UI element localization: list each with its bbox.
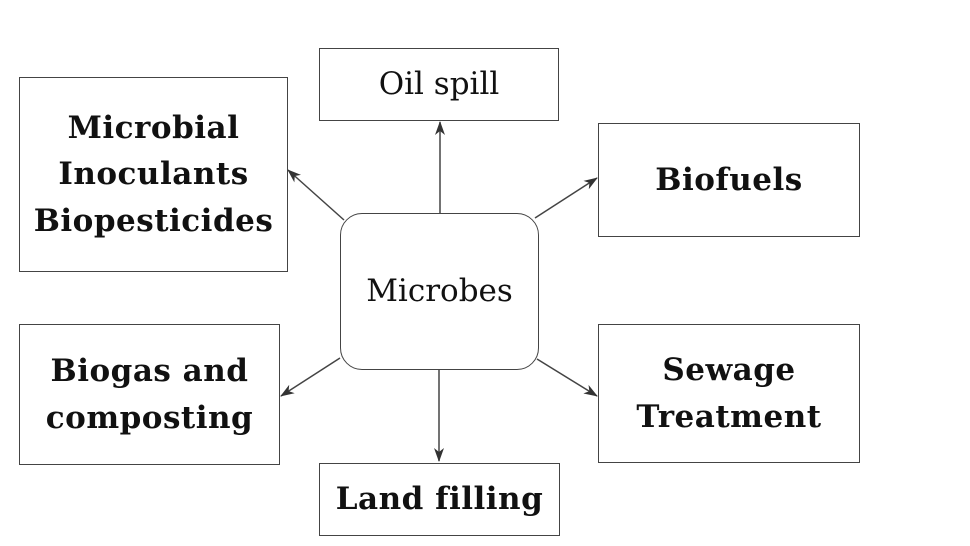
arrow-to-sewage (536, 358, 598, 397)
node-label: Land filling (335, 481, 544, 518)
node-label: Biofuels (655, 161, 803, 198)
node-sewage-treatment: Sewage Treatment (598, 324, 860, 463)
center-node-microbes: Microbes (340, 213, 539, 370)
arrow-to-biogas (280, 357, 341, 397)
node-oil-spill: Oil spill (319, 48, 559, 121)
node-label: Oil spill (378, 66, 500, 103)
node-label: Biopesticides (33, 202, 274, 239)
node-label: Microbial (67, 109, 240, 146)
node-biofuels: Biofuels (598, 123, 860, 237)
node-label: composting (45, 399, 254, 436)
arrow-to-microbial-inoculants (287, 169, 345, 221)
node-microbial-inoculants: Microbial Inoculants Biopesticides (19, 77, 288, 272)
center-label: Microbes (366, 273, 513, 310)
node-label: Treatment (636, 398, 822, 435)
node-land-filling: Land filling (319, 463, 560, 536)
node-label: Biogas and (50, 353, 249, 389)
node-label: Inoculants (58, 156, 249, 193)
node-biogas-composting: Biogas and composting (19, 324, 280, 465)
node-label: Sewage (662, 352, 796, 388)
arrow-to-biofuels (534, 177, 598, 219)
